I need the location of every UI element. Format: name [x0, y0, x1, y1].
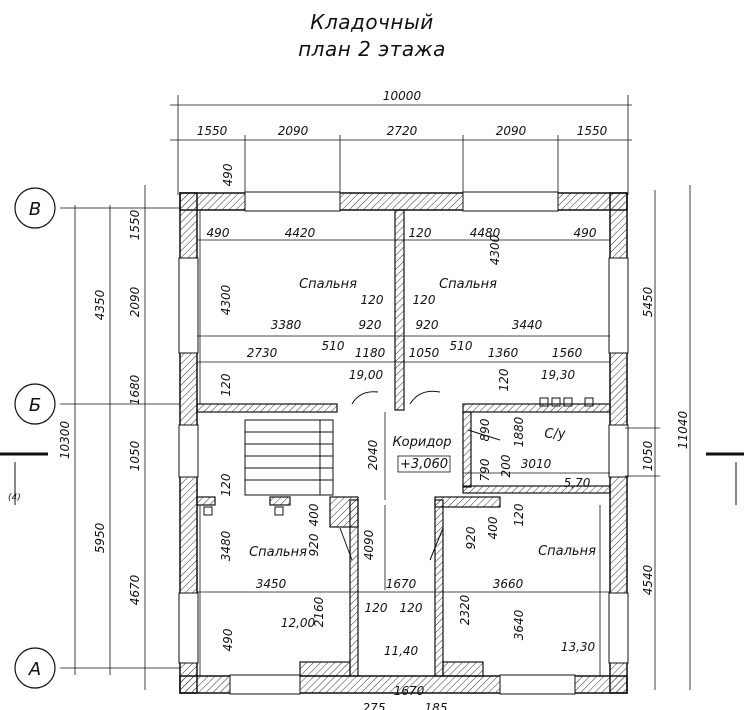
svg-text:490: 490	[207, 226, 230, 240]
svg-text:120: 120	[497, 368, 511, 391]
svg-text:2160: 2160	[312, 596, 326, 627]
svg-text:120: 120	[413, 293, 436, 307]
svg-text:120: 120	[409, 226, 432, 240]
svg-text:1180: 1180	[355, 346, 386, 360]
svg-text:2730: 2730	[247, 346, 278, 360]
svg-text:120: 120	[219, 473, 233, 496]
area-labels: 19,00 19,30 5,70 12,00 11,40 13,30	[281, 368, 596, 658]
svg-text:3450: 3450	[256, 577, 287, 591]
svg-text:400: 400	[307, 503, 321, 526]
svg-text:4090: 4090	[362, 529, 376, 560]
svg-text:1050: 1050	[641, 440, 655, 471]
dimension-texts: 10000 1550 2090 2720 2090 1550 490 4420 …	[58, 89, 690, 710]
axis-label-b: Б	[29, 395, 41, 416]
room-label: Спальня	[299, 277, 357, 292]
axis-label-v: В	[29, 199, 41, 220]
svg-text:490: 490	[221, 163, 235, 186]
svg-text:1550: 1550	[577, 124, 608, 138]
svg-text:2090: 2090	[278, 124, 309, 138]
svg-text:19,00: 19,00	[349, 368, 384, 382]
axis-bubbles	[14, 187, 56, 689]
svg-text:10000: 10000	[383, 89, 422, 103]
svg-text:3010: 3010	[521, 457, 552, 471]
svg-text:5950: 5950	[93, 522, 107, 553]
svg-text:920: 920	[416, 318, 439, 332]
svg-text:12,00: 12,00	[281, 616, 316, 630]
level-mark: +3,060	[400, 457, 448, 472]
svg-text:3440: 3440	[512, 318, 543, 332]
svg-text:120: 120	[219, 373, 233, 396]
svg-text:920: 920	[359, 318, 382, 332]
svg-text:3660: 3660	[493, 577, 524, 591]
svg-text:10300: 10300	[58, 421, 72, 460]
svg-text:4300: 4300	[219, 284, 233, 315]
interior-walls	[196, 209, 611, 677]
svg-text:120: 120	[400, 601, 423, 615]
svg-text:120: 120	[361, 293, 384, 307]
svg-text:400: 400	[486, 516, 500, 539]
svg-text:490: 490	[574, 226, 597, 240]
axis-label-a: А	[28, 659, 41, 680]
bath-fixtures	[203, 397, 594, 516]
svg-text:3380: 3380	[271, 318, 302, 332]
svg-text:510: 510	[322, 339, 345, 353]
room-label: Коридор	[392, 435, 451, 450]
svg-text:4300: 4300	[488, 234, 502, 265]
section-mark: (4)	[8, 493, 21, 503]
svg-text:4540: 4540	[641, 564, 655, 595]
svg-text:120: 120	[512, 503, 526, 526]
svg-text:4350: 4350	[93, 289, 107, 320]
room-label: Спальня	[439, 277, 497, 292]
svg-text:920: 920	[307, 533, 321, 556]
svg-text:1680: 1680	[128, 374, 142, 405]
dimension-lines	[60, 95, 691, 690]
svg-text:185: 185	[425, 701, 448, 710]
plan-title-line1: Кладочный	[310, 10, 434, 34]
svg-text:1880: 1880	[512, 416, 526, 447]
svg-text:2090: 2090	[496, 124, 527, 138]
svg-text:120: 120	[365, 601, 388, 615]
svg-text:11,40: 11,40	[384, 644, 419, 658]
room-label: С/у	[544, 427, 565, 442]
svg-text:3640: 3640	[512, 609, 526, 640]
svg-text:2320: 2320	[458, 594, 472, 625]
svg-text:2090: 2090	[128, 286, 142, 317]
svg-text:2720: 2720	[387, 124, 418, 138]
room-label: Спальня	[249, 545, 307, 560]
svg-text:11040: 11040	[676, 411, 690, 450]
svg-text:4670: 4670	[128, 574, 142, 605]
svg-text:1550: 1550	[128, 209, 142, 240]
svg-text:3480: 3480	[219, 530, 233, 561]
svg-text:200: 200	[499, 454, 513, 477]
svg-text:1360: 1360	[488, 346, 519, 360]
window-openings	[178, 191, 629, 695]
svg-text:5450: 5450	[641, 286, 655, 317]
svg-text:1550: 1550	[197, 124, 228, 138]
staircase	[244, 419, 334, 496]
room-label: Спальня	[538, 544, 596, 559]
svg-text:1670: 1670	[386, 577, 417, 591]
svg-text:4420: 4420	[285, 226, 316, 240]
svg-text:920: 920	[464, 526, 478, 549]
axis-labels: В Б А	[28, 199, 41, 680]
room-labels: Спальня Спальня Спальня Спальня Коридор …	[249, 277, 596, 560]
svg-text:1670: 1670	[394, 684, 425, 698]
svg-text:490: 490	[221, 628, 235, 651]
svg-text:19,30: 19,30	[541, 368, 576, 382]
svg-text:2040: 2040	[366, 439, 380, 470]
svg-text:510: 510	[450, 339, 473, 353]
svg-text:1050: 1050	[128, 440, 142, 471]
svg-text:13,30: 13,30	[561, 640, 596, 654]
svg-text:275: 275	[363, 701, 386, 710]
svg-text:1560: 1560	[552, 346, 583, 360]
svg-text:5,70: 5,70	[564, 476, 591, 490]
svg-text:1050: 1050	[409, 346, 440, 360]
plan-title-line2: план 2 этажа	[298, 37, 446, 61]
svg-text:790: 790	[478, 458, 492, 481]
svg-text:4480: 4480	[470, 226, 501, 240]
door-swings	[339, 390, 501, 561]
svg-text:890: 890	[478, 418, 492, 441]
